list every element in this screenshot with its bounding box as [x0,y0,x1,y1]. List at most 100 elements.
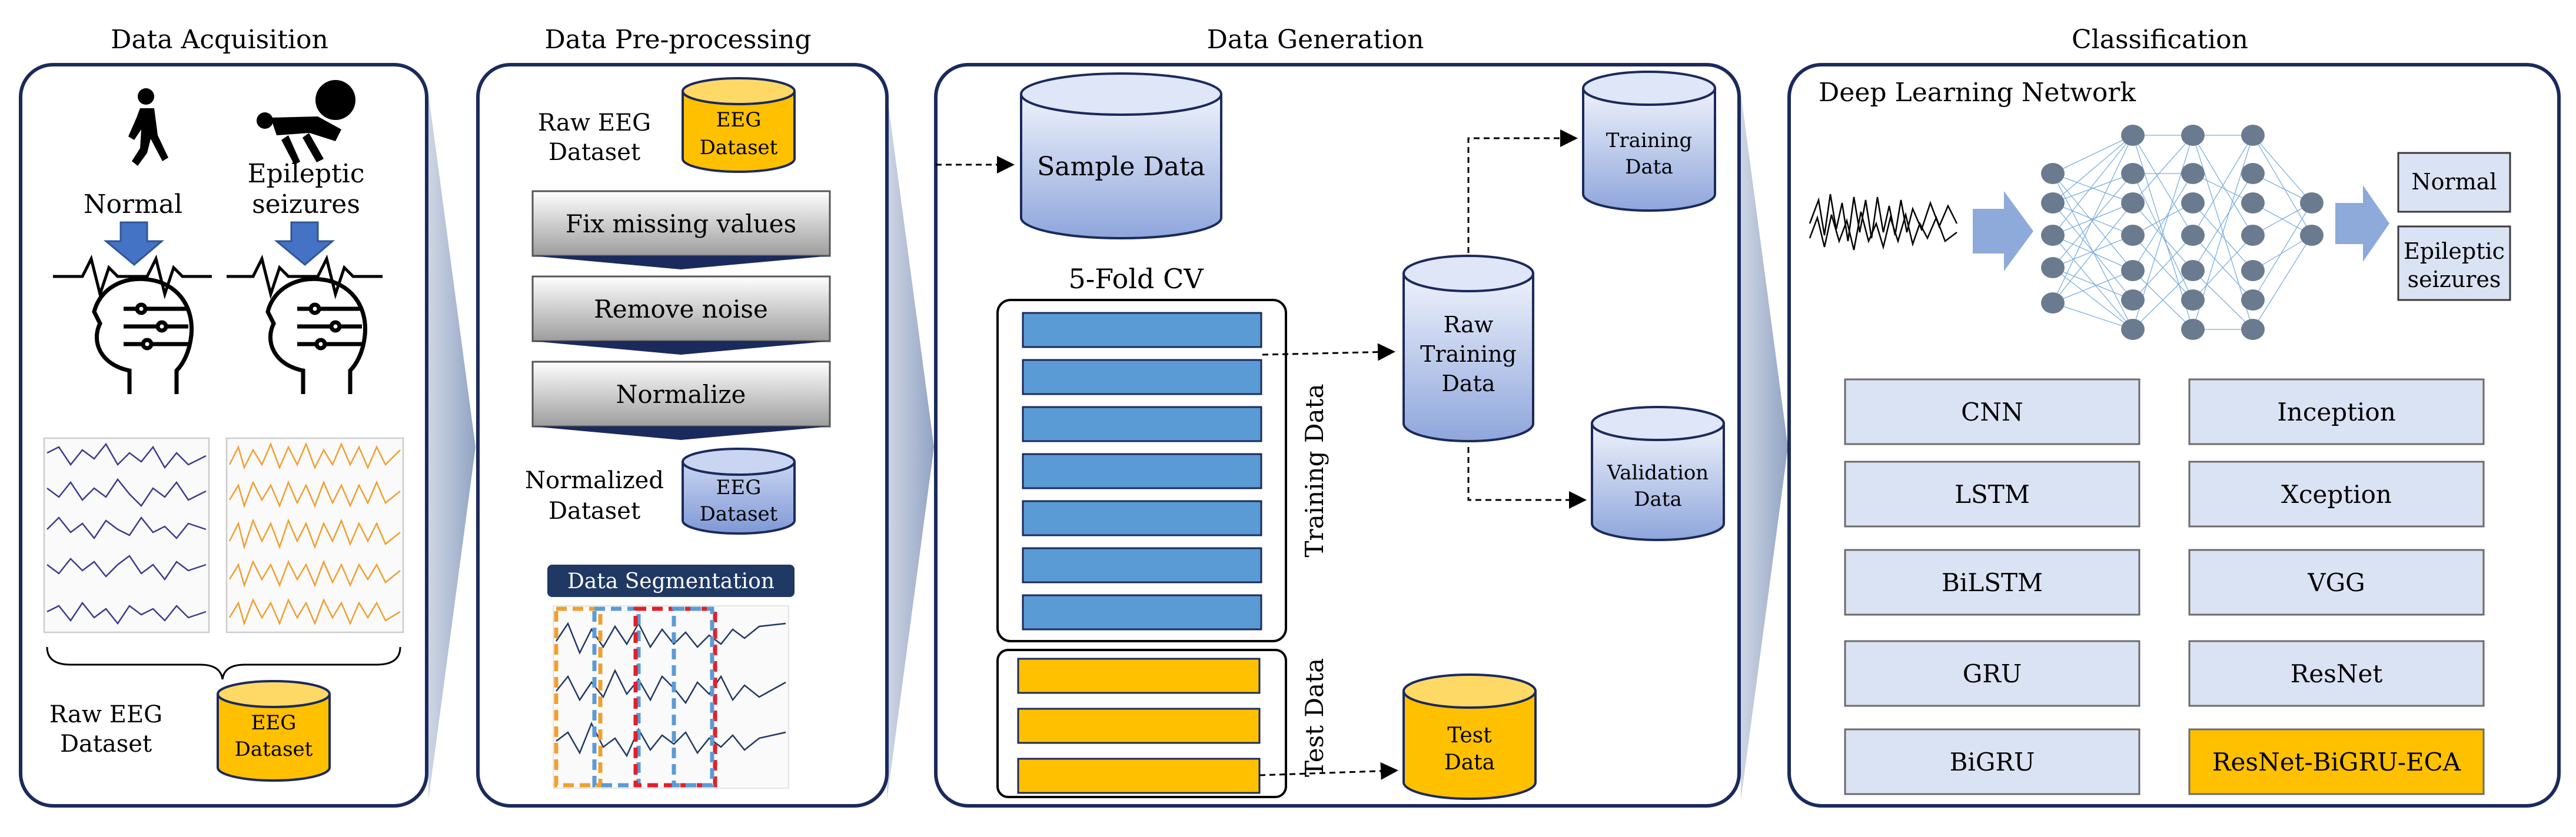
step-label: Normalize [616,380,746,409]
raw-training-cylinder: Raw Training Data [1402,255,1534,442]
cylinder-text-line2: Data [1634,488,1681,511]
normal-label: Normal [84,189,182,219]
model-label: ResNet [2291,659,2383,688]
fold-bar [1017,658,1261,694]
segmentation-label: Data Segmentation [567,569,775,593]
fold-bar [1017,758,1261,794]
model-label: Inception [2277,398,2396,426]
model-box-bigru [1844,728,2140,795]
output-seizure-line1: Epileptic [2404,238,2505,264]
raw-dataset-label-line2: Dataset [60,731,152,758]
eeg-dataset-cylinder: EEG Dataset [217,680,331,782]
step-fix-missing: Fix missing values [531,190,831,269]
cylinder-text-line1: EEG [716,476,762,499]
brace-icon [46,646,401,680]
cylinder-text-line2: Training [1420,341,1517,367]
chevron-arrow-1 [428,94,476,800]
model-box-gru [1844,640,2140,707]
model-label: Xception [2281,480,2392,509]
training-folds [1022,312,1262,631]
panel-data-preprocessing: Data Pre-processing Raw EEG Dataset EEG … [476,25,889,808]
cv-label: 5-Fold CV [1068,263,1204,295]
sample-data-label: Sample Data [1037,152,1205,182]
output-seizure-box: Epileptic seizures [2397,225,2511,301]
cylinder-text-line2: Dataset [700,136,778,159]
fold-bar [1022,312,1262,348]
panel-title: Classification [2072,25,2248,55]
right-arrow-icon [2335,185,2389,262]
down-arrow-icon [274,221,335,266]
fold-bar [1017,708,1261,744]
model-box-xception [2188,461,2485,528]
cylinder-text-line2: Dataset [235,738,313,761]
cylinder-text-line1: EEG [251,711,297,735]
raw-dataset-label-line2: Dataset [549,139,640,166]
seizure-person-icon [257,80,355,165]
panel-title: Data Generation [1207,25,1424,55]
input-eeg-signal [1809,194,1958,251]
output-normal-box: Normal [2397,152,2511,213]
seizure-label-line1: Epileptic [247,159,364,189]
cylinder-text-line2: Data [1444,751,1495,775]
segment-window [592,606,641,788]
normalized-label-line2: Dataset [549,498,640,525]
panel-title: Data Acquisition [111,25,328,55]
model-label: BiLSTM [1942,568,2043,597]
step-label: Fix missing values [566,209,796,238]
walking-person-icon [128,88,168,166]
ecg-line-icon [53,254,212,299]
chevron-arrow-2 [887,94,934,800]
network-label: Deep Learning Network [1819,78,2136,108]
section-chevrons [428,94,1788,800]
segment-window [672,606,714,788]
raw-eeg-cylinder: EEG Dataset [682,77,796,173]
sample-data-cylinder: Sample Data [1020,72,1222,239]
seizure-label-line2: seizures [252,189,360,219]
data-segmentation: Data Segmentation [547,565,795,789]
fold-bar [1022,500,1262,536]
cylinder-text-line1: Training [1606,129,1693,152]
cylinder-text-line1: Test [1447,723,1492,748]
model-box-bilstm [1844,549,2140,616]
model-label: LSTM [1955,480,2030,509]
fold-bar [1022,594,1262,631]
model-box-resnet [2188,640,2485,707]
step-remove-noise: Remove noise [531,275,831,355]
panel-data-generation: Data Generation Sample Data 5-Fold CV Tr… [934,25,1741,808]
cylinder-text-line2: Dataset [700,502,778,526]
cylinder-text-line1: Raw [1444,312,1494,338]
model-box-inception [2188,378,2485,445]
test-data-cylinder: Test Data [1402,673,1537,800]
model-list-left: CNN LSTM BiLSTM GRU BiGRU [1844,378,2140,795]
test-data-vertical-label: Test Data [1300,658,1329,777]
model-label: CNN [1961,398,2023,426]
normalized-label-line1: Normalized [525,467,664,494]
fold-bar [1022,359,1262,395]
cylinder-text-line2: Data [1625,155,1673,179]
fold-bar [1022,453,1262,489]
brain-head-icon [92,276,194,394]
normalized-eeg-cylinder: EEG Dataset [682,448,796,535]
step-label: Remove noise [594,295,768,324]
test-folds [1017,658,1261,794]
neural-network-graphic [2041,125,2324,340]
model-label: VGG [2307,568,2365,597]
panel-title: Data Pre-processing [544,25,811,55]
model-list-right: Inception Xception VGG ResNet ResNet-BiG… [2188,378,2485,795]
normal-eeg-signals [43,437,210,633]
model-box-lstm [1844,461,2140,528]
output-normal-label: Normal [2411,169,2497,195]
fold-bar [1022,406,1262,442]
cylinder-text-line1: EEG [716,108,762,132]
output-seizure-line2: seizures [2408,266,2501,292]
right-arrow-icon [1973,191,2033,271]
cylinder-text-line3: Data [1441,371,1495,396]
fold-bar [1022,547,1262,583]
chevron-arrow-3 [1741,94,1788,800]
brain-head-icon [265,276,368,394]
raw-dataset-label-line1: Raw EEG [49,701,162,728]
model-box-resnet-bigru-eca [2188,728,2485,795]
ecg-line-icon [227,254,383,299]
model-box-vgg [2188,549,2485,616]
